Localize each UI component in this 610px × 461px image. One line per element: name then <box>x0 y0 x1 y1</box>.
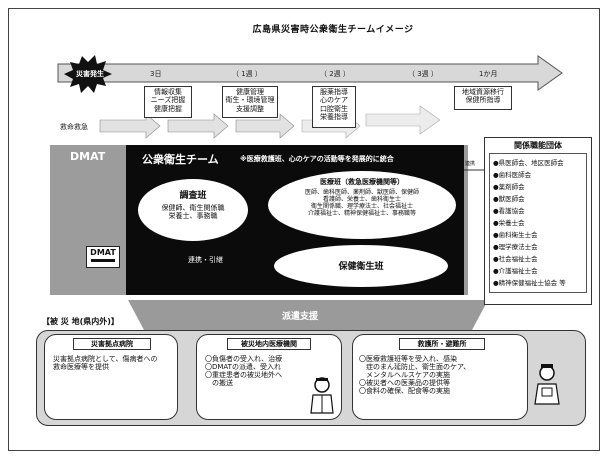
dispatch-label: 派遣支援 <box>282 312 319 322</box>
card-medical-institutions: 被災地内医療機関 〇負傷者の受入れ、治療 〇DMATの派遣、受入れ 〇重症患者の… <box>196 334 342 420</box>
timeline-label-2w: （ 2週 ） <box>320 70 350 78</box>
health-hygiene-team-ellipse: 保健衛生班 <box>274 245 448 287</box>
dispatch-arrow <box>128 300 488 330</box>
rescue-arrow-5 <box>365 105 441 135</box>
medical-team-title: 医療班（救急医療機関等） <box>320 178 404 186</box>
org-box: 関係職能団体 ●県医師会、地区医師会 ●歯科医師会 ●薬剤師会 ●獣医師会 ●看… <box>484 137 592 305</box>
phase-box-4: 地域資源移行 保健所指導 <box>454 86 512 110</box>
diagram-title: 広島県災害時公衆衛生チームイメージ <box>252 25 414 35</box>
org-item: ●介護福祉士会 <box>493 266 538 275</box>
card-body: 〇医療救護班等を受入れ、感染 症のまん延防止、衛生面のケア、 メンタルヘルスケア… <box>359 355 471 396</box>
card-body: 災害拠点病院として、傷病者への 救命医療等を提供 <box>53 355 158 372</box>
figure-frame <box>8 8 600 451</box>
org-item: ●精神保健福祉士協会 等 <box>493 278 566 287</box>
medical-team-ellipse: 医療班（救急医療機関等） 医師、歯科医師、薬剤師、獣医師、保健師 看護師、栄養士… <box>268 171 456 239</box>
rescue-arrow <box>99 113 161 139</box>
card-body: 〇負傷者の受入れ、治療 〇DMATの派遣、受入れ 〇重症患者の被災地外へ の搬送 <box>205 355 283 388</box>
area-label: 【被 災 地(県内外)】 <box>42 317 119 326</box>
card-disaster-base-hospital: 災害拠点病院 災害拠点病院として、傷病者への 救命医療等を提供 <box>44 334 178 420</box>
health-hygiene-team-title: 保健衛生班 <box>338 262 384 272</box>
disaster-label: 災害発生 <box>76 70 104 78</box>
dmat-logo-bar <box>91 259 115 262</box>
timeline-label-1m: 1か月 <box>479 70 498 78</box>
rescue-arrow-3 <box>235 113 295 139</box>
org-title: 関係職能団体 <box>514 141 562 150</box>
org-item: ●歯科医師会 <box>493 170 532 179</box>
public-health-team-panel: 公衆衛生チーム ※医療救護班、心のケアの活動等を発展的に統合 調査班 保健師、衛… <box>126 145 464 295</box>
dmat-label: DMAT <box>70 150 106 163</box>
org-item: ●薬剤師会 <box>493 182 525 191</box>
rescue-label: 救命救急 <box>60 123 88 131</box>
phase-box-2: 健康管理 衛生・環境管理 支援調整 <box>222 86 278 118</box>
team-title: 公衆衛生チーム <box>142 153 219 166</box>
disaster-starburst <box>64 55 112 93</box>
timeline-label-1w: （ 1週 ） <box>232 70 262 78</box>
phase-box-1: 情報収集 ニーズ把握 健康把握 <box>144 86 192 118</box>
link-label: 連携 <box>465 161 476 167</box>
org-item: ●県医師会、地区医師会 <box>493 158 564 167</box>
card-title: 救護所・避難所 <box>399 338 485 350</box>
survey-team-ellipse: 調査班 保健師、衛生関係職 栄養士、事務職 <box>138 179 248 241</box>
org-item: ●栄養士会 <box>493 218 525 227</box>
org-item: ●看護協会 <box>493 206 525 215</box>
card-relief-shelter: 救護所・避難所 〇医療救護班等を受入れ、感染 症のまん延防止、衛生面のケア、 メ… <box>352 334 528 420</box>
timeline-arrow <box>57 55 563 91</box>
card-title: 災害拠点病院 <box>73 338 151 350</box>
org-item: ●獣医師会 <box>493 194 525 203</box>
org-item: ●社会福祉士会 <box>493 254 538 263</box>
org-list: ●県医師会、地区医師会 ●歯科医師会 ●薬剤師会 ●獣医師会 ●看護協会 ●栄養… <box>489 152 587 293</box>
org-item: ●歯科衛生士会 <box>493 230 538 239</box>
survey-team-title: 調査班 <box>179 191 207 201</box>
timeline-label-3d: 3日 <box>150 70 162 78</box>
org-item: ●理学療法士会 <box>493 242 538 251</box>
coordination-label: 連携・引継 <box>188 256 223 264</box>
phase-box-3: 服薬指導 心のケア 口腔衛生 栄養指導 <box>312 86 356 128</box>
rescue-arrow-2 <box>167 113 229 139</box>
nurse-icon <box>534 364 560 405</box>
team-subtitle: ※医療救護班、心のケアの活動等を発展的に統合 <box>240 155 394 163</box>
doctor-icon <box>310 377 334 414</box>
card-title: 被災地内医療機関 <box>227 338 311 350</box>
timeline-label-3w: （ 3週 ） <box>408 70 438 78</box>
dmat-logo: DMAT <box>86 246 120 268</box>
